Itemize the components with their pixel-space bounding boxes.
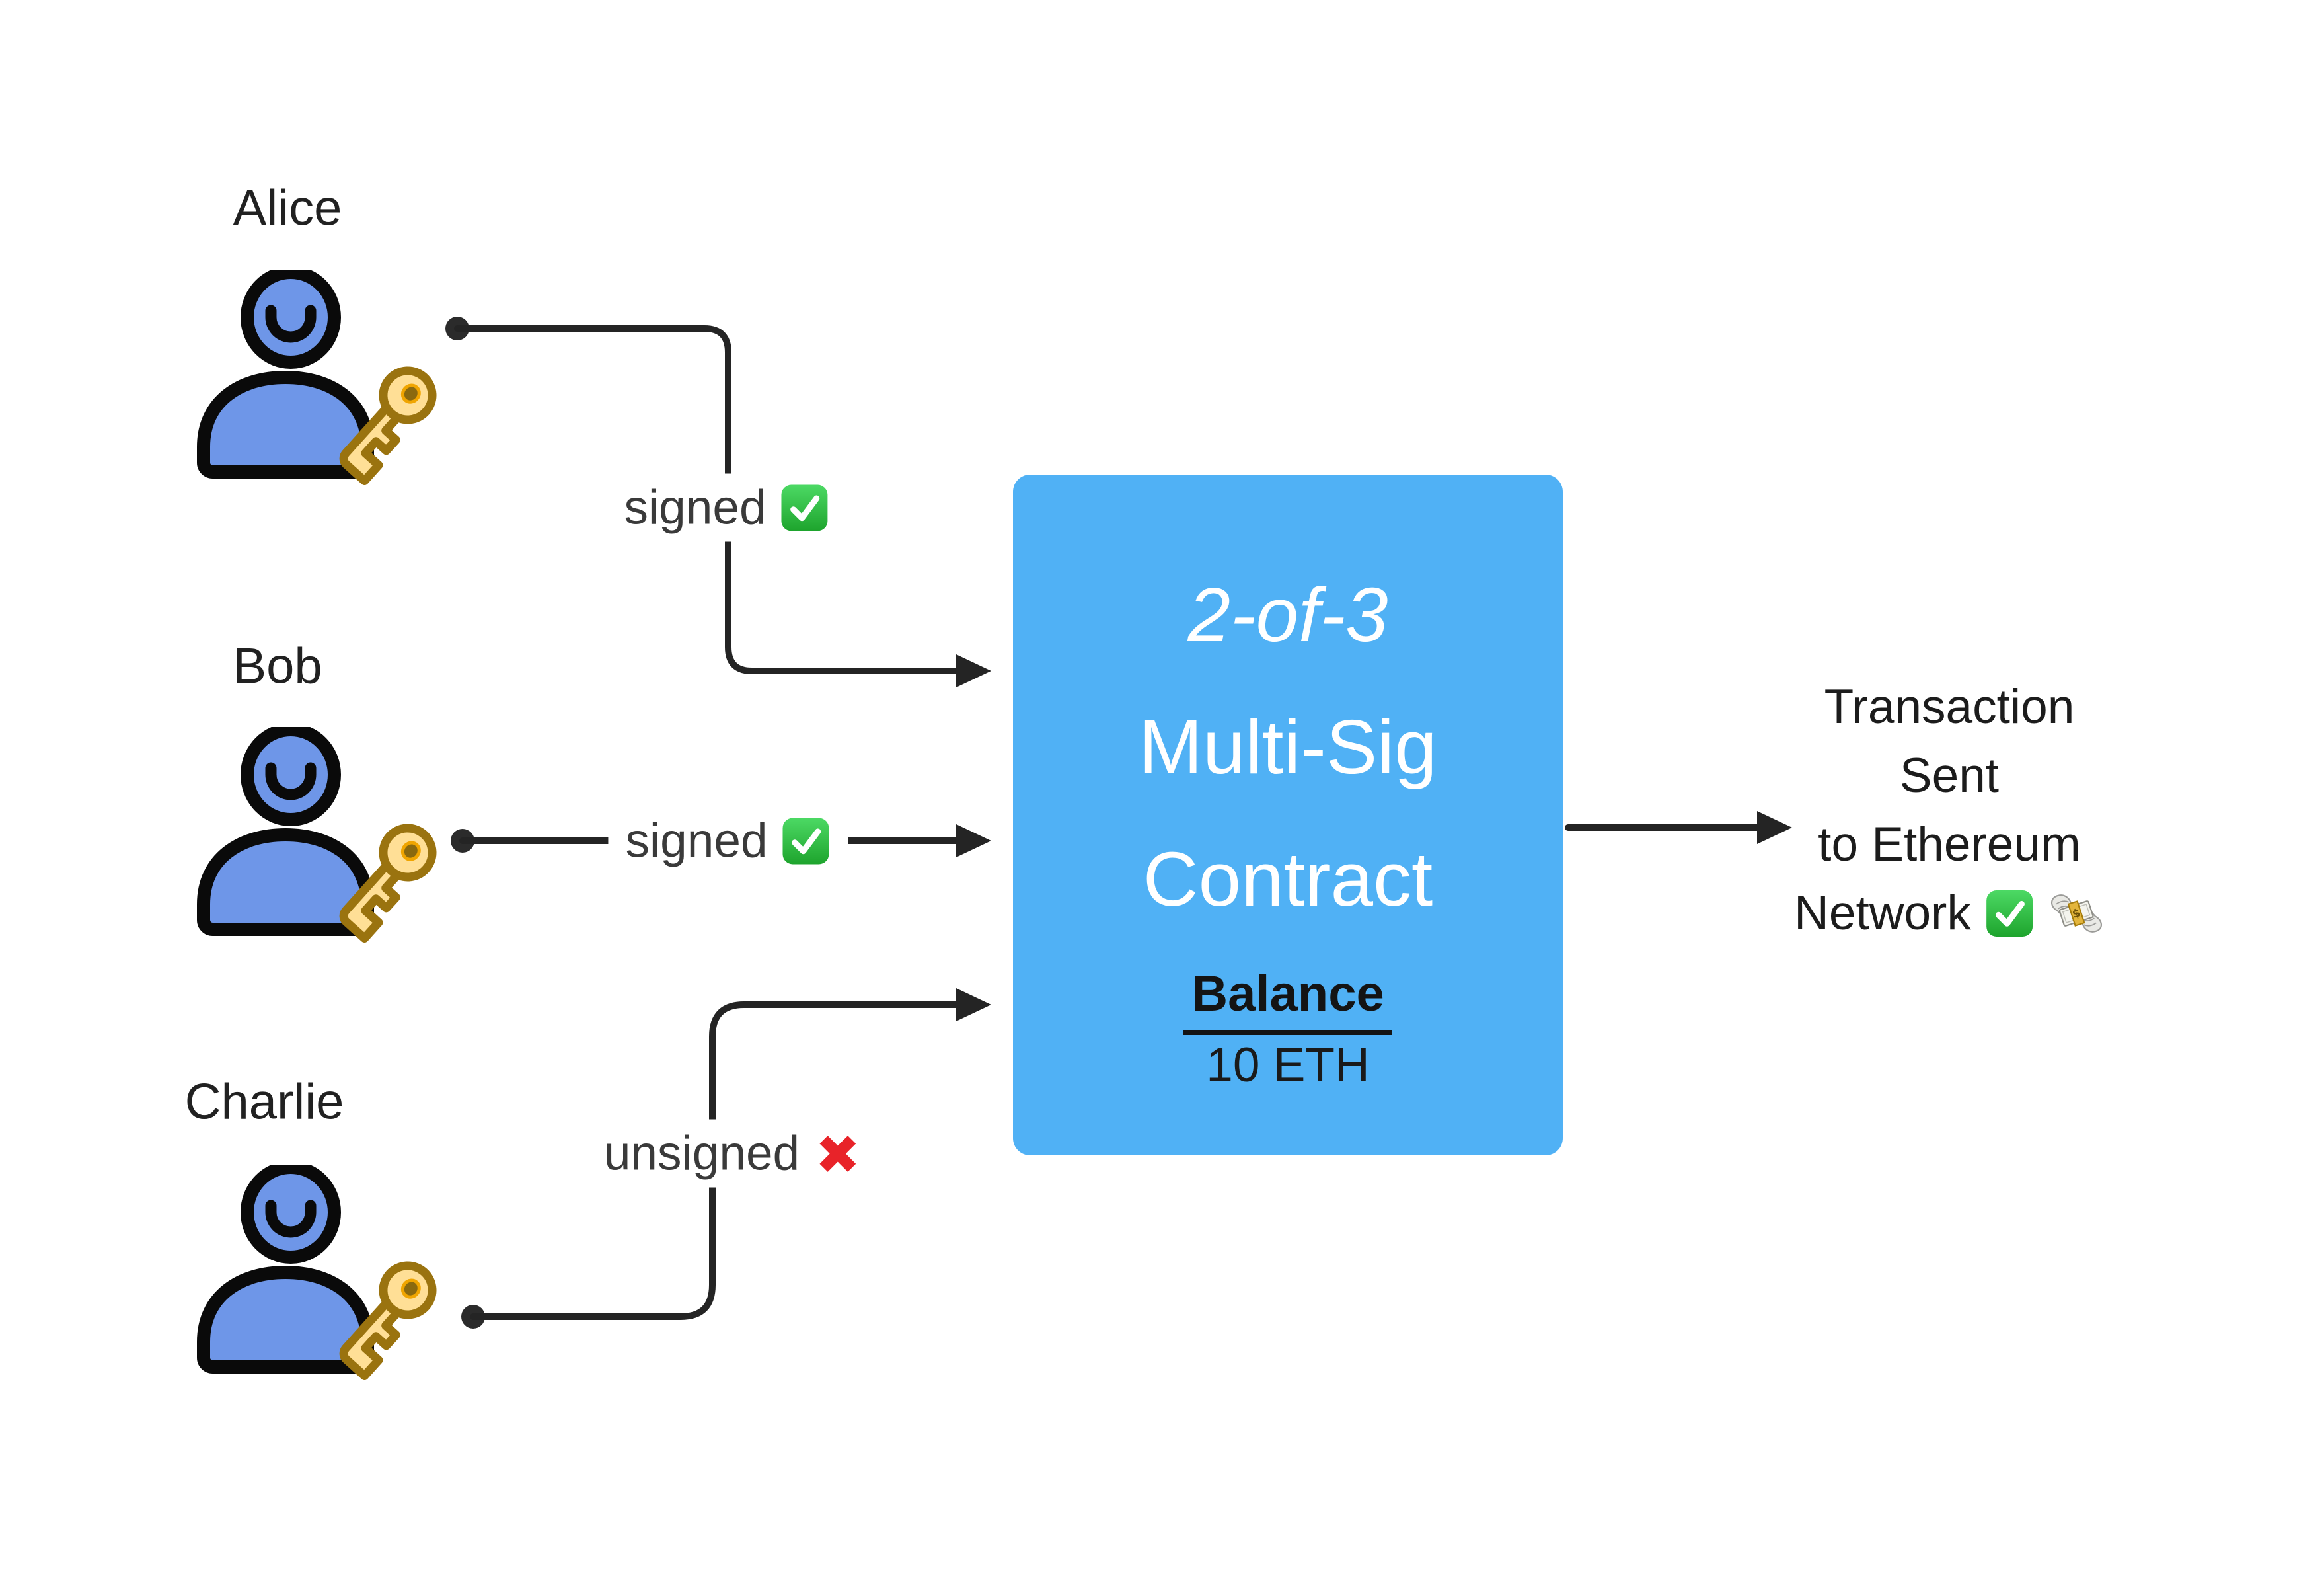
cross-emoji-icon	[819, 1135, 856, 1172]
check-emoji-icon	[1984, 888, 2035, 939]
output-line1: Transaction	[1824, 680, 2075, 734]
person-with-key-icon	[193, 270, 470, 488]
contract-threshold: 2-of-3	[1187, 572, 1388, 658]
status-text: signed	[624, 481, 767, 535]
charlie-status-label: unsigned	[586, 1119, 881, 1188]
contract-balance-label: Balance	[1183, 965, 1392, 1035]
check-emoji-icon	[780, 483, 830, 533]
bob-arrowhead-icon	[956, 824, 991, 857]
contract-type-line1: Multi-Sig	[1139, 704, 1437, 790]
participant-name: Bob	[233, 638, 322, 695]
output-arrowhead-icon	[1757, 811, 1792, 844]
participant-name: Alice	[233, 180, 342, 237]
participant-name: Charlie	[184, 1073, 344, 1130]
person-with-key-icon	[193, 727, 470, 945]
bob-status-label: signed	[608, 806, 848, 875]
output-line2: Sent	[1899, 749, 2000, 802]
output-line4: Network	[1794, 886, 1971, 940]
status-text: signed	[625, 814, 768, 868]
output-line3: to Ethereum	[1818, 818, 2081, 871]
charlie-arrowhead-icon	[956, 988, 991, 1021]
money-with-wings-emoji-icon	[2050, 894, 2102, 933]
contract-balance-value: 10 ETH	[1206, 1038, 1370, 1092]
alice-status-label: signed	[607, 473, 847, 542]
person-with-key-icon	[193, 1165, 470, 1383]
contract-type-line2: Contract	[1143, 836, 1433, 922]
multisig-contract-box: 2-of-3 Multi-Sig Contract Balance 10 ETH	[1013, 475, 1563, 1155]
output-result-text: Transaction Sent to Ethereum Network	[1794, 673, 2105, 948]
check-emoji-icon	[781, 816, 831, 866]
alice-arrowhead-icon	[956, 654, 991, 687]
status-text: unsigned	[603, 1126, 800, 1181]
output-connector	[1565, 811, 1792, 844]
